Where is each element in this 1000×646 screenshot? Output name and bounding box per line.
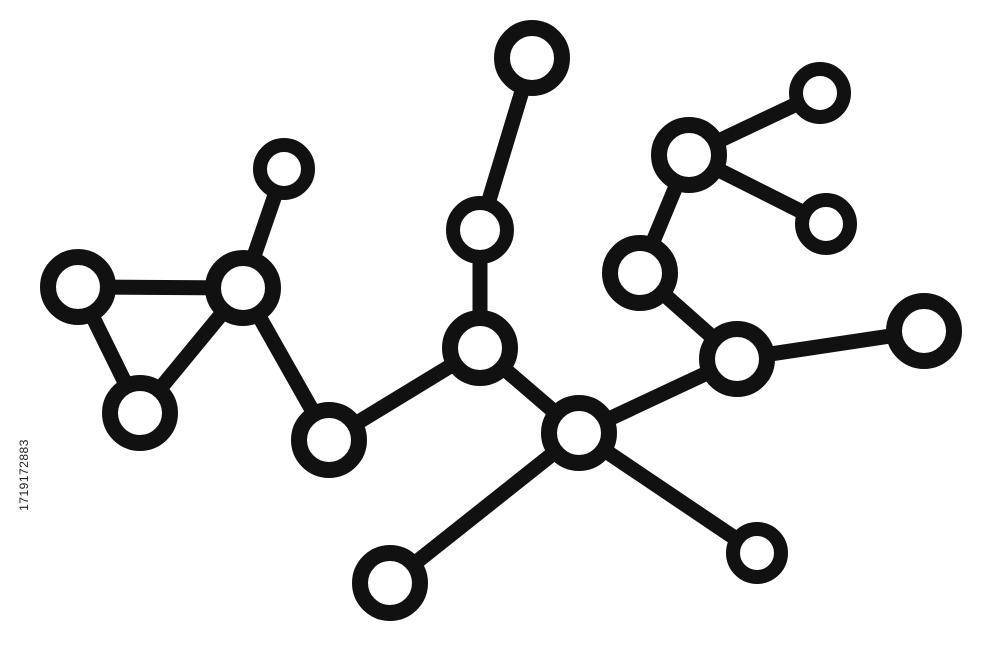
atom-left-ring-bottom [102, 375, 178, 451]
atom-center-upper [446, 196, 514, 264]
atom-left-hub [205, 250, 281, 326]
stock-image-id: 1719172883 [4, 410, 44, 540]
atom-lower-left [291, 402, 367, 478]
atom-left-ring-top [40, 249, 116, 325]
bond-core-to-bottom-left [382, 425, 587, 591]
atom-right-ring [602, 235, 678, 311]
stock-image-id-text: 1719172883 [17, 439, 31, 511]
atom-top [494, 20, 570, 96]
atom-right-upper-branch [795, 193, 857, 255]
atom-bottom-left [352, 545, 428, 621]
atom-center [442, 310, 518, 386]
atom-left-top [253, 138, 315, 200]
atoms [40, 20, 962, 621]
atom-right-hub [699, 321, 775, 397]
atom-top-right [789, 62, 851, 124]
atom-core [541, 395, 617, 471]
atom-upper-right-hub [651, 117, 727, 193]
atom-bottom-right [726, 522, 788, 584]
atom-far-right [886, 293, 962, 369]
